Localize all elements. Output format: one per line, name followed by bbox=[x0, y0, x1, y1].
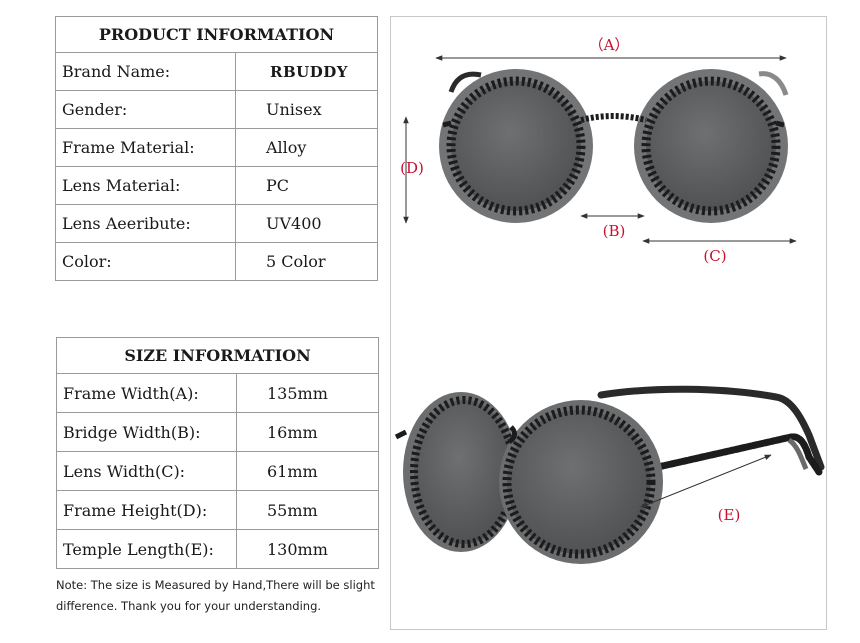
spec-value: Unisex bbox=[235, 90, 378, 129]
angled-view-glasses bbox=[394, 385, 825, 564]
product-photo-panel: （A） (D) (B) (C) (E) bbox=[390, 16, 827, 630]
spec-row: Lens Aeeribute: UV400 bbox=[55, 204, 378, 243]
size-value: 135mm bbox=[235, 373, 380, 413]
spec-row: Brand Name: RBUDDY bbox=[55, 52, 378, 91]
spec-row: Lens Material: PC bbox=[55, 166, 378, 205]
size-row: Temple Length(E): 130mm bbox=[56, 529, 380, 569]
left-temple-stub bbox=[448, 71, 482, 93]
spec-value: UV400 bbox=[235, 204, 378, 243]
spec-label: Brand Name: bbox=[55, 52, 236, 91]
size-label: Lens Width(C): bbox=[56, 451, 237, 491]
right-beaded-rim bbox=[641, 76, 781, 216]
size-information-title: SIZE INFORMATION bbox=[55, 337, 380, 374]
spec-value: Alloy bbox=[235, 128, 378, 167]
size-value: 55mm bbox=[235, 490, 380, 530]
right-temple-stub bbox=[758, 71, 789, 96]
bridge-angled bbox=[507, 425, 517, 445]
spec-row: Color: 5 Color bbox=[55, 242, 378, 281]
product-information-table: PRODUCT INFORMATION Brand Name: RBUDDY G… bbox=[55, 16, 378, 281]
measurement-note: Note: The size is Measured by Hand,There… bbox=[56, 578, 375, 613]
left-hinge-angled bbox=[394, 429, 408, 440]
spec-label: Gender: bbox=[55, 90, 236, 129]
sunglasses-illustration: （A） (D) (B) (C) (E) bbox=[394, 36, 825, 564]
size-information-table: SIZE INFORMATION Frame Width(A): 135mm B… bbox=[55, 337, 380, 569]
size-label: Temple Length(E): bbox=[56, 529, 237, 569]
spec-row: Gender: Unisex bbox=[55, 90, 378, 129]
size-label: Frame Height(D): bbox=[56, 490, 237, 530]
spec-label: Lens Aeeribute: bbox=[55, 204, 236, 243]
brand-name-value: RBUDDY bbox=[235, 52, 378, 91]
label-b: (B) bbox=[603, 222, 626, 240]
spec-row: Frame Material: Alloy bbox=[55, 128, 378, 167]
left-beaded-rim-angled bbox=[410, 396, 518, 548]
product-information-title: PRODUCT INFORMATION bbox=[55, 16, 378, 53]
back-temple bbox=[597, 385, 825, 471]
size-row: Bridge Width(B): 16mm bbox=[56, 412, 380, 452]
spec-label: Frame Material: bbox=[55, 128, 236, 167]
temple-tip bbox=[787, 437, 809, 470]
size-label: Frame Width(A): bbox=[56, 373, 237, 413]
right-beaded-rim-angled bbox=[502, 405, 656, 559]
size-value: 61mm bbox=[235, 451, 380, 491]
left-hinge bbox=[442, 120, 452, 128]
left-beaded-rim bbox=[446, 76, 586, 216]
label-e: (E) bbox=[718, 506, 741, 524]
size-row: Lens Width(C): 61mm bbox=[56, 451, 380, 491]
size-value: 16mm bbox=[235, 412, 380, 452]
front-view-glasses bbox=[439, 69, 789, 223]
size-row: Frame Width(A): 135mm bbox=[56, 373, 380, 413]
bridge bbox=[580, 113, 647, 123]
spec-value: 5 Color bbox=[235, 242, 378, 281]
label-c: (C) bbox=[703, 247, 726, 265]
front-temple bbox=[632, 433, 823, 476]
spec-value: PC bbox=[235, 166, 378, 205]
size-row: Frame Height(D): 55mm bbox=[56, 490, 380, 530]
size-label: Bridge Width(B): bbox=[56, 412, 237, 452]
label-d: (D) bbox=[400, 159, 424, 177]
arrow-e bbox=[640, 454, 772, 508]
spec-label: Lens Material: bbox=[55, 166, 236, 205]
spec-label: Color: bbox=[55, 242, 236, 281]
right-hinge bbox=[775, 120, 785, 128]
label-a: （A） bbox=[589, 36, 630, 54]
size-value: 130mm bbox=[235, 529, 380, 569]
